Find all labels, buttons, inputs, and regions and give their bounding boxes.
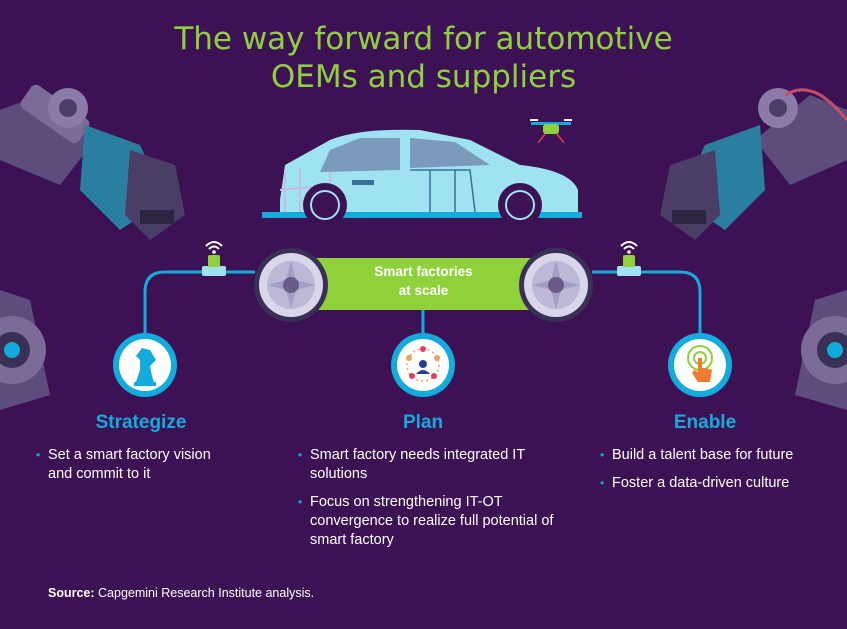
banner-line-2: at scale: [398, 283, 449, 298]
roller-left-icon: [254, 248, 328, 322]
connector-lines: [143, 270, 702, 335]
robot-arm-right-lower-icon: [795, 290, 847, 410]
source-note: Source: Capgemini Research Institute ana…: [48, 586, 314, 600]
bullet-item: Smart factory needs integrated IT soluti…: [298, 446, 556, 484]
wifi-sensor-left-icon: [202, 241, 226, 276]
column-enable: Enable Build a talent base for future Fo…: [600, 412, 840, 502]
banner-background: [300, 258, 547, 310]
bullet-list: Smart factory needs integrated IT soluti…: [298, 446, 556, 550]
network-people-icon: [391, 333, 455, 397]
column-plan: Plan Smart factory needs integrated IT s…: [298, 412, 558, 559]
chess-knight-icon: [113, 333, 177, 397]
bullet-list: Set a smart factory vision and commit to…: [36, 446, 236, 484]
roller-right-icon: [519, 248, 593, 322]
page-title: The way forward for automotive OEMs and …: [0, 20, 847, 96]
banner-line-1: Smart factories: [374, 264, 473, 279]
bullet-item: Foster a data-driven culture: [600, 474, 840, 493]
column-heading: Enable: [673, 412, 737, 433]
bullet-item: Set a smart factory vision and commit to…: [36, 446, 236, 484]
title-line-1: The way forward for automotive: [174, 21, 673, 57]
touch-hand-icon: [668, 333, 732, 397]
car-frame-icon: [262, 129, 582, 227]
title-line-2: OEMs and suppliers: [270, 59, 577, 95]
banner-label: Smart factories at scale: [305, 262, 542, 300]
column-heading: Plan: [402, 412, 444, 433]
source-text: Capgemini Research Institute analysis.: [94, 586, 315, 600]
bullet-list: Build a talent base for future Foster a …: [600, 446, 840, 493]
robot-arm-right-icon: [660, 88, 847, 240]
wifi-sensor-right-icon: [617, 241, 641, 276]
robot-arm-left-icon: [0, 84, 185, 240]
source-label: Source:: [48, 586, 95, 600]
column-heading: Strategize: [95, 412, 187, 433]
bullet-item: Focus on strengthening IT-OT convergence…: [298, 493, 556, 550]
bullet-item: Build a talent base for future: [600, 446, 840, 465]
column-strategize: Strategize Set a smart factory vision an…: [36, 412, 256, 493]
drone-icon: [530, 119, 572, 144]
robot-arm-left-lower-icon: [0, 290, 50, 410]
